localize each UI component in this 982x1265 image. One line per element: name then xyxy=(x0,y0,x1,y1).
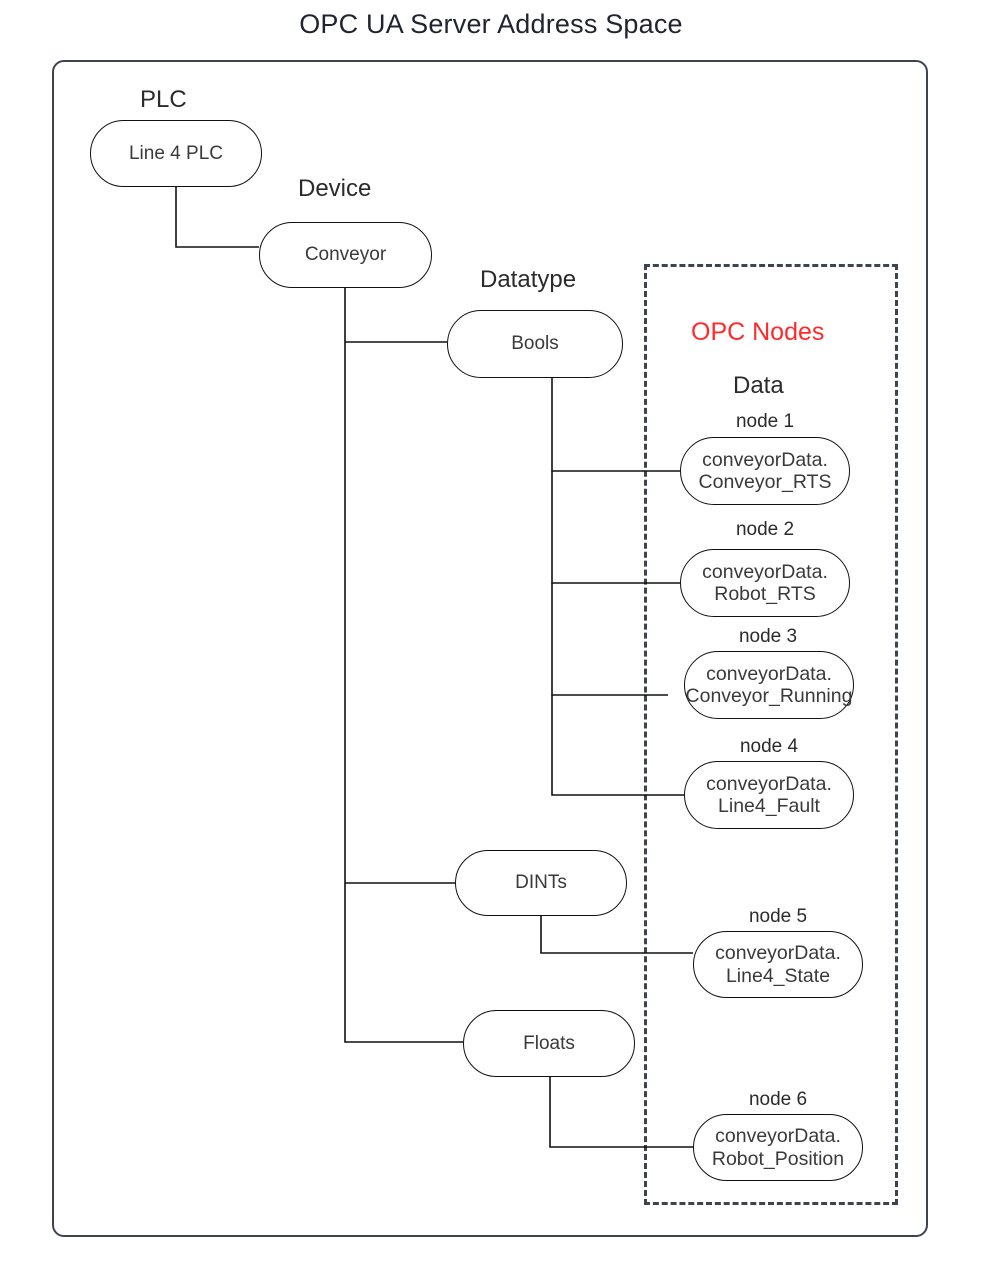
group-label-opc-nodes: OPC Nodes xyxy=(691,318,825,346)
node-caption-4: node 4 xyxy=(739,736,799,757)
address-space-frame xyxy=(52,60,928,1237)
opc-node-6[interactable]: conveyorData. Robot_Position xyxy=(693,1114,863,1181)
opc-node-2-line1: conveyorData. xyxy=(702,560,828,583)
opc-node-2-line2: Robot_RTS xyxy=(714,583,816,605)
opc-node-1-line1: conveyorData. xyxy=(702,448,828,471)
node-dints-label: DINTs xyxy=(515,872,567,894)
node-bools[interactable]: Bools xyxy=(447,310,623,378)
node-line-4-plc-label: Line 4 PLC xyxy=(128,142,223,164)
opc-node-5-line1: conveyorData. xyxy=(715,942,841,965)
node-conveyor-label: Conveyor xyxy=(304,244,387,266)
node-bools-label: Bools xyxy=(511,333,559,355)
opc-node-4-line2: Line4_Fault xyxy=(718,795,820,817)
opc-node-3-line2: Conveyor_Running xyxy=(685,685,853,707)
node-caption-2: node 2 xyxy=(735,519,795,540)
opc-nodes-dashed-frame xyxy=(644,264,898,1205)
opc-node-6-line2: Robot_Position xyxy=(711,1147,845,1170)
opc-node-5-line2: Line4_State xyxy=(725,964,831,987)
group-label-datatype: Datatype xyxy=(480,266,577,293)
opc-node-1-line2: Conveyor_RTS xyxy=(698,471,832,493)
node-caption-6: node 6 xyxy=(748,1089,808,1110)
opc-node-5[interactable]: conveyorData. Line4_State xyxy=(693,931,863,998)
node-caption-5: node 5 xyxy=(748,906,808,927)
group-label-data: Data xyxy=(733,372,784,399)
page-title: OPC UA Server Address Space xyxy=(299,9,683,39)
node-line-4-plc[interactable]: Line 4 PLC xyxy=(90,120,262,187)
opc-node-3-line1: conveyorData. xyxy=(706,662,832,685)
opc-node-4[interactable]: conveyorData. Line4_Fault xyxy=(684,761,854,829)
opc-node-3[interactable]: conveyorData. Conveyor_Running xyxy=(684,651,854,719)
node-floats-label: Floats xyxy=(523,1032,575,1054)
node-caption-1: node 1 xyxy=(735,411,795,432)
node-conveyor[interactable]: Conveyor xyxy=(259,222,432,288)
group-label-plc: PLC xyxy=(140,86,187,113)
node-caption-3: node 3 xyxy=(738,626,798,647)
opc-node-4-line1: conveyorData. xyxy=(706,772,832,795)
opc-node-6-line1: conveyorData. xyxy=(715,1125,841,1148)
node-dints[interactable]: DINTs xyxy=(455,850,627,916)
opc-node-1[interactable]: conveyorData. Conveyor_RTS xyxy=(680,437,850,505)
node-floats[interactable]: Floats xyxy=(463,1010,635,1077)
opc-node-2[interactable]: conveyorData. Robot_RTS xyxy=(680,549,850,617)
group-label-device: Device xyxy=(298,175,372,202)
